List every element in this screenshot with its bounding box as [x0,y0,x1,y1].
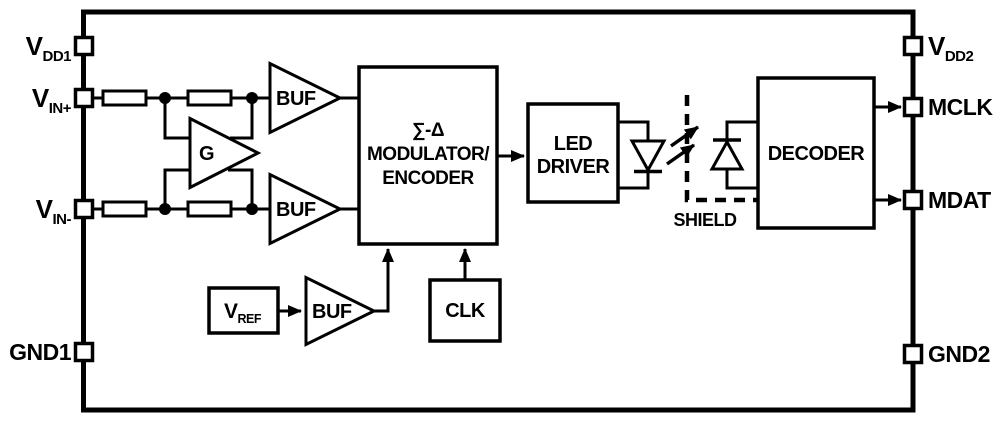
light-arrows-icon [665,125,700,166]
resistor-icon [186,89,233,107]
photodiode-anode-wire [725,169,758,190]
buffer-bottom-icon [268,172,344,246]
gain-output-top-wire [230,98,254,140]
isolation-section: LED DRIVER SHIELD [526,95,758,230]
led-diode-icon [629,139,667,174]
gain-amp-icon [188,116,262,190]
pin-gnd2-label: GND2 [928,341,990,367]
junction-dot [159,92,171,104]
buffer-bottom-label: BUF [276,199,316,221]
clk-label: CLK [445,300,486,322]
pin-gnd1-label: GND1 [9,339,72,365]
modulator-label-line1: ∑-Δ [412,120,444,141]
resistor-icon [186,200,233,218]
ref-to-modulator-arrow [374,248,394,313]
right-pins: VDD2 MCLK MDAT GND2 [902,31,994,367]
left-pins: VDD1 VIN+ VIN- GND1 [9,31,95,365]
vref-label: VREF [224,300,262,326]
vref-box [207,286,280,335]
photodiode-cathode-wire [725,120,758,140]
modulator-label-line3: ENCODER [382,168,474,189]
pin-vdd2 [902,35,924,57]
gain-input-top-wire [163,98,191,140]
photodiode-icon [709,138,745,171]
led-driver-label-line2: DRIVER [537,156,611,178]
shield-label: SHIELD [673,210,737,230]
gain-amp-label: G [199,143,214,165]
gain-output-bottom-wire [228,168,254,209]
decoder-box [756,76,876,230]
pin-mclk-label: MCLK [928,94,993,120]
pin-mdat-label: MDAT [928,187,991,213]
junction-dot [246,203,258,215]
buffer-top-icon [268,61,344,135]
pin-gnd1 [73,341,95,363]
buffer-ref-icon [304,275,378,347]
pin-vin-minus-label: VIN- [36,194,72,228]
decoder-block: DECODER [756,76,902,230]
led-driver-label-line1: LED [554,133,593,155]
resistor-icon [101,200,148,218]
resistor-icon [101,89,148,107]
led-driver-box [526,102,620,204]
pin-gnd2 [902,343,924,365]
modulator-label-line2: MODULATOR/ [367,144,490,165]
pin-vin-plus [73,87,95,109]
gain-input-bottom-wire [163,168,191,209]
buffer-ref-label: BUF [312,301,352,323]
pin-vin-plus-label: VIN+ [32,83,72,117]
buffer-top-label: BUF [276,88,316,110]
pin-mdat [902,189,924,211]
decoder-label: DECODER [768,143,866,165]
modulator-block: ∑-Δ MODULATOR/ ENCODER [357,65,525,246]
input-network: G BUF BUF [91,61,360,246]
junction-dot [246,92,258,104]
led-anode-wire [618,120,650,142]
reference-clock-section: VREF BUF CLK [207,248,502,347]
led-cathode-wire [618,171,650,190]
modulator-box [357,65,499,246]
pin-vdd1 [73,35,95,57]
clk-box [428,278,502,343]
shield-barrier-line [684,95,757,203]
junction-dot [159,203,171,215]
pin-vin-minus [73,198,95,220]
pin-vdd1-label: VDD1 [26,31,72,65]
pin-mclk [902,96,924,118]
pin-vdd2-label: VDD2 [928,31,974,65]
